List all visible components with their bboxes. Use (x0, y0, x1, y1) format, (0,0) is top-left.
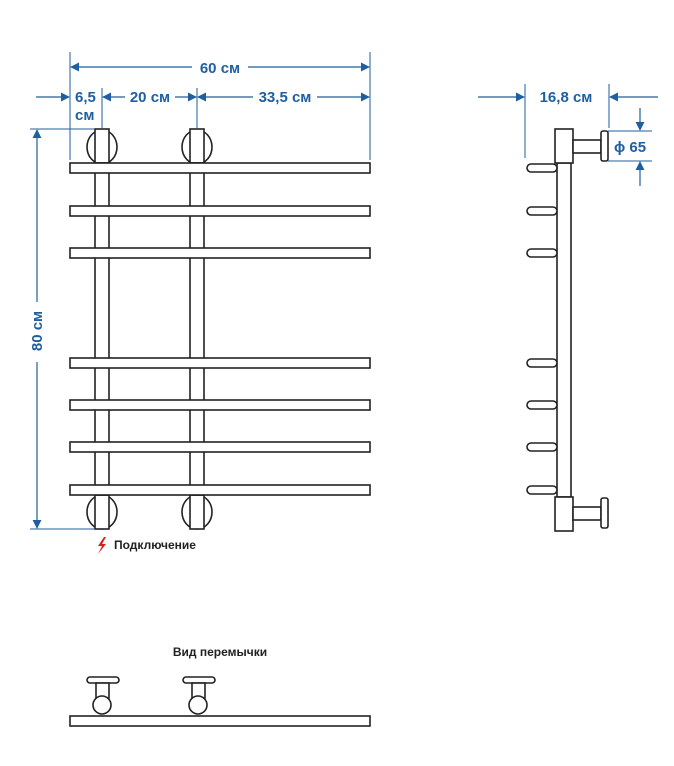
crossbars (69, 162, 371, 496)
jumper-valve-left (86, 676, 120, 715)
side-top-fitting (554, 128, 574, 164)
dim-offset-left: 6,5 (75, 89, 96, 106)
side-vertical-pipe (556, 162, 572, 498)
dim-spacing: 20 см (130, 89, 170, 106)
side-dimensions: 16,8 см ϕ 65 (478, 84, 658, 186)
crossbar (69, 484, 371, 496)
crossbar (69, 247, 371, 259)
top-connection-left (86, 128, 118, 165)
dim-total-width: 60 см (200, 60, 240, 77)
jumper-bar (69, 715, 371, 727)
dim-depth: 16,8 см (540, 89, 593, 106)
crossbar (69, 205, 371, 217)
crossbar (69, 162, 371, 174)
side-view (526, 128, 609, 532)
bottom-connection-right (181, 494, 213, 530)
crossbar (69, 441, 371, 453)
jumper-view-title: Вид перемычки (173, 645, 267, 659)
dim-diameter: ϕ 65 (614, 139, 646, 156)
crossbar (69, 399, 371, 411)
top-connection-right (181, 128, 213, 165)
jumper-valve-right (182, 676, 216, 715)
lightning-icon (98, 537, 106, 554)
front-dimensions: 60 см 6,5 см 20 см 33,5 см 80 см (27, 52, 371, 530)
dim-offset-left-unit: см (75, 107, 94, 124)
crossbar (69, 357, 371, 369)
bottom-connection-left (86, 494, 118, 530)
side-crossbar-ends (526, 163, 558, 495)
connection-label: Подключение (98, 537, 196, 554)
side-bottom-fitting (554, 496, 574, 532)
front-view (69, 128, 371, 530)
dim-offset-right: 33,5 см (259, 89, 312, 106)
dim-height: 80 см (29, 311, 46, 351)
jumper-view: Вид перемычки (69, 645, 371, 727)
connection-text: Подключение (114, 538, 196, 552)
